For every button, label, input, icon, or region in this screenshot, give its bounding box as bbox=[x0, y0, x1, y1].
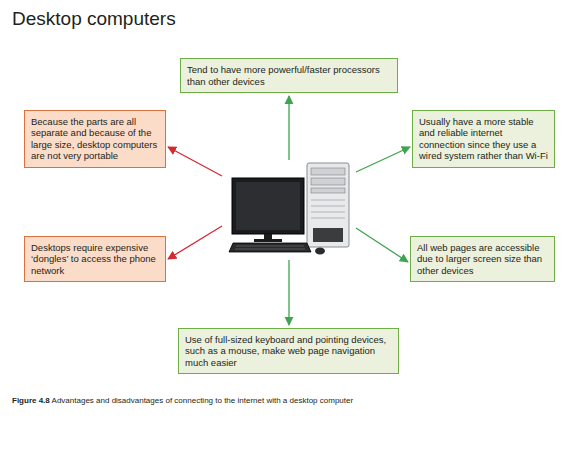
box-text: Desktops require expensive ‘dongles’ to … bbox=[31, 242, 159, 276]
keyboard bbox=[229, 243, 311, 252]
disadvantage-box: Because the parts are all separate and b… bbox=[24, 110, 166, 168]
advantage-arrow bbox=[288, 96, 289, 160]
mouse bbox=[315, 248, 325, 255]
caption-text: Advantages and disadvantages of connecti… bbox=[50, 396, 353, 405]
box-text: Use of full-sized keyboard and pointing … bbox=[185, 334, 392, 368]
disadvantage-arrow bbox=[168, 226, 222, 259]
drive-bay bbox=[311, 178, 345, 185]
advantage-box: Tend to have more powerful/faster proces… bbox=[180, 58, 398, 93]
figure-number: Figure 4.8 bbox=[12, 396, 50, 405]
advantage-arrow bbox=[356, 228, 408, 262]
box-text: Because the parts are all separate and b… bbox=[31, 116, 159, 162]
advantage-arrow bbox=[356, 147, 410, 172]
keyboard-keys bbox=[235, 246, 305, 249]
drive-bay bbox=[311, 188, 345, 193]
tower-vents bbox=[311, 200, 345, 218]
advantage-arrow bbox=[288, 260, 289, 325]
advantage-box: Usually have a more stable and reliable … bbox=[412, 110, 555, 168]
tower-base-panel bbox=[313, 228, 343, 242]
monitor-screen bbox=[236, 182, 300, 230]
drive-bay bbox=[311, 168, 345, 175]
diagram-title: Desktop computers bbox=[12, 8, 176, 30]
box-text: Usually have a more stable and reliable … bbox=[419, 116, 548, 162]
box-text: Tend to have more powerful/faster proces… bbox=[187, 64, 391, 87]
monitor bbox=[232, 178, 304, 234]
disadvantage-arrow bbox=[168, 147, 222, 176]
disadvantage-box: Desktops require expensive ‘dongles’ to … bbox=[24, 236, 166, 282]
tower-case bbox=[307, 163, 349, 247]
figure-caption: Figure 4.8 Advantages and disadvantages … bbox=[12, 396, 552, 405]
advantage-box: Use of full-sized keyboard and pointing … bbox=[178, 328, 399, 374]
advantage-box: All web pages are accessible due to larg… bbox=[410, 236, 555, 282]
desktop-computer bbox=[229, 163, 349, 255]
monitor-stand bbox=[254, 239, 282, 242]
box-text: All web pages are accessible due to larg… bbox=[417, 242, 548, 276]
